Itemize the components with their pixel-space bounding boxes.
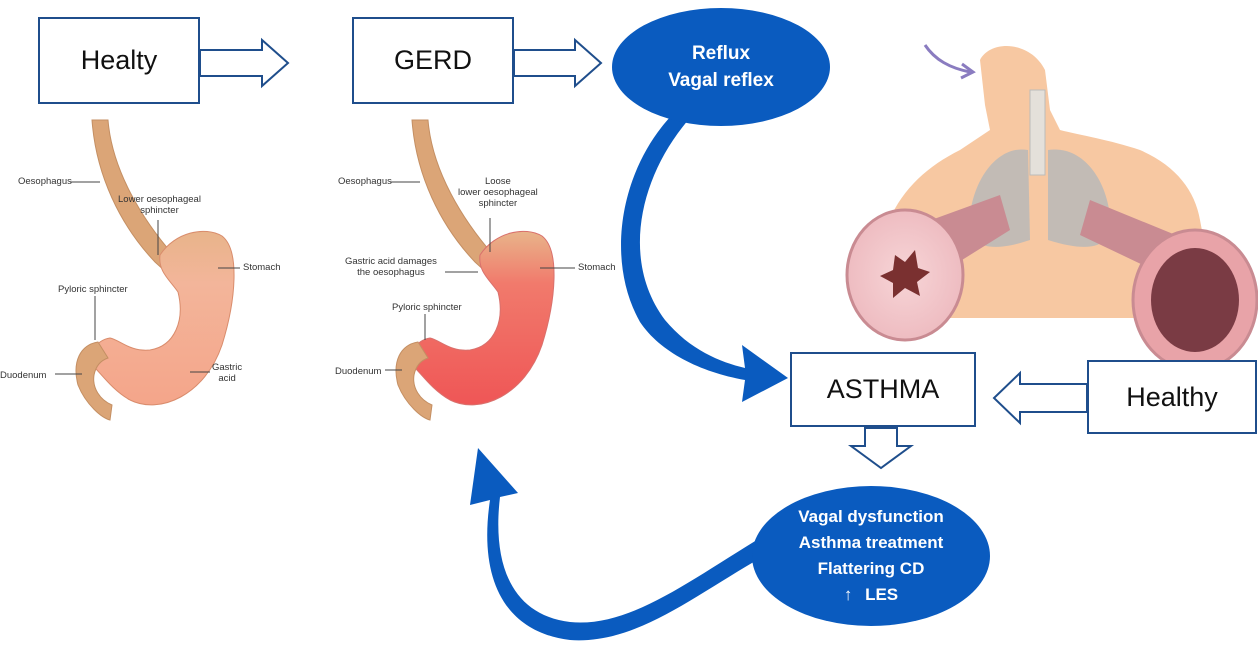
duodenum-gerd xyxy=(395,341,433,421)
les-line: ↑ LES xyxy=(844,582,898,608)
label-duodenum: Duodenum xyxy=(0,370,47,381)
reflux-text: Reflux xyxy=(691,43,751,64)
arrow-asthma-down xyxy=(847,427,915,470)
label-stomach: Stomach xyxy=(243,262,281,273)
up-arrow-icon: ↑ xyxy=(843,585,853,604)
curved-arrow-reflux-to-asthma xyxy=(621,115,788,402)
asthma-box: ASTHMA xyxy=(790,352,976,427)
duodenum xyxy=(75,341,113,421)
asthma-treatment-text: Asthma treatment xyxy=(798,533,944,552)
label-acid-damage: Gastric acid damages the oesophagus xyxy=(345,256,437,278)
stomach-body-gerd xyxy=(410,230,555,406)
vagal-reflex-text: Vagal reflex xyxy=(668,70,774,91)
healthy-lung-box: Healthy xyxy=(1087,360,1257,434)
healthy-stomach-illustration xyxy=(75,119,235,421)
label-loose-sphincter: Loose lower oesophageal sphincter xyxy=(458,176,538,209)
curved-arrow-vagal-to-gerd xyxy=(470,448,775,641)
arrow-healty-to-gerd xyxy=(199,37,290,89)
flattering-cd-text: Flattering CD xyxy=(817,559,925,578)
reflux-oval: Reflux Vagal reflex xyxy=(612,8,830,126)
vagal-dysfunction-oval: Vagal dysfunction Asthma treatment Flatt… xyxy=(752,486,990,626)
label-stomach-gerd: Stomach xyxy=(578,262,616,273)
lungs-illustration xyxy=(845,44,1258,372)
label-duodenum-gerd: Duodenum xyxy=(335,366,382,377)
label-lower-sphincter: Lower oesophageal sphincter xyxy=(118,194,201,216)
inhale-arrow xyxy=(923,44,971,74)
gerd-box: GERD xyxy=(352,17,514,104)
stomach-body xyxy=(90,230,235,406)
gerd-stomach-illustration xyxy=(395,119,555,421)
label-pyloric: Pyloric sphincter xyxy=(58,284,128,295)
vagal-dysfunction-text: Vagal dysfunction xyxy=(798,507,944,526)
les-text: LES xyxy=(865,585,899,604)
trachea xyxy=(1029,89,1046,176)
label-pyloric-gerd: Pyloric sphincter xyxy=(392,302,462,313)
label-oesophagus: Oesophagus xyxy=(18,176,72,187)
label-gastric-acid: Gastric acid xyxy=(212,362,243,384)
healthy-gi-box: Healty xyxy=(38,17,200,104)
arrow-gerd-to-reflux xyxy=(513,37,603,89)
arrow-healthy-to-asthma xyxy=(992,370,1088,426)
label-oesophagus-gerd: Oesophagus xyxy=(338,176,392,187)
